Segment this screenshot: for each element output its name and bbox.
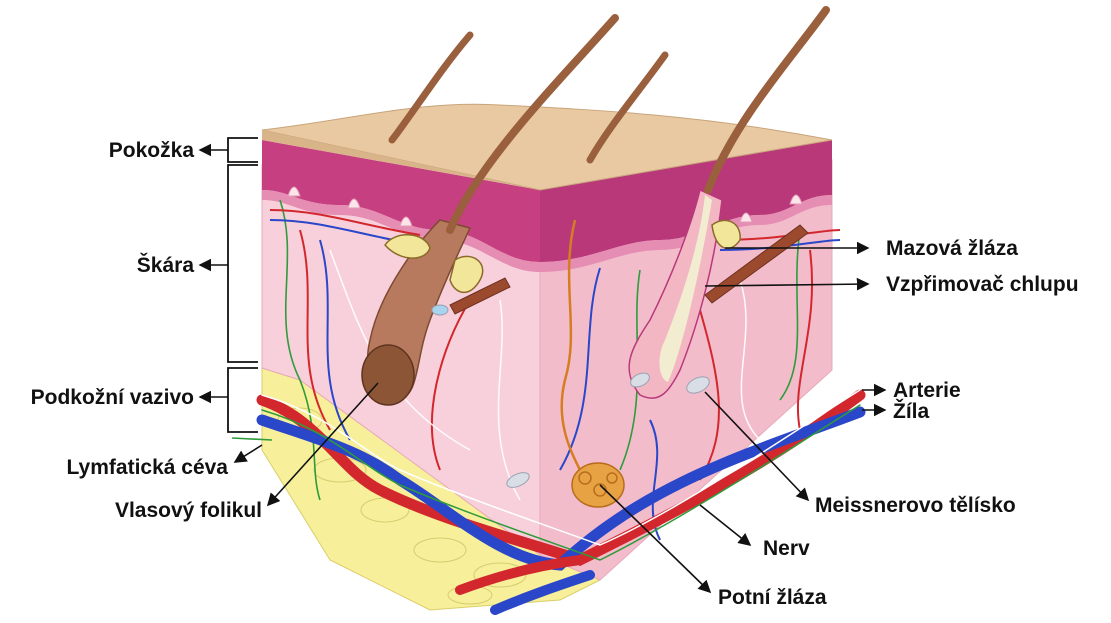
- label-vein: Žíla: [893, 399, 929, 423]
- label-epidermis: Pokožka: [109, 139, 195, 162]
- skin-block: [232, 10, 860, 610]
- label-dermis: Škára: [137, 253, 195, 277]
- arrow-nerve: [700, 505, 750, 545]
- bracket-subcutis: [228, 368, 258, 432]
- bracket-dermis: [228, 165, 258, 362]
- left-brackets: [228, 138, 258, 432]
- bracket-epidermis: [228, 138, 258, 162]
- label-hair-follicle: Vlasový folikul: [115, 499, 262, 522]
- label-sebaceous-gland: Mazová žláza: [886, 237, 1018, 260]
- label-nerve: Nerv: [763, 537, 810, 560]
- hair-bulb-left: [362, 345, 414, 405]
- label-lymph-vessel: Lymfatická céva: [67, 456, 229, 479]
- label-subcutis: Podkožní vazivo: [31, 386, 194, 409]
- arrow-lymph: [235, 445, 262, 462]
- label-arrector-pili: Vzpřimovač chlupu: [886, 273, 1079, 296]
- label-sweat-gland: Potní žláza: [718, 586, 827, 609]
- label-artery: Arterie: [893, 379, 961, 402]
- label-meissner: Meissnerovo tělísko: [815, 494, 1016, 517]
